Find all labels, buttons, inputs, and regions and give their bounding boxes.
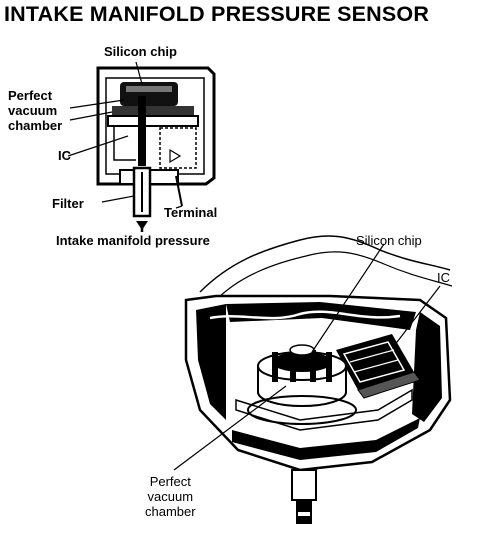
chamber-base (107, 115, 199, 127)
vacuum-chamber-cylinder (257, 344, 347, 407)
top-label-silicon-chip: Silicon chip (104, 44, 177, 59)
housing-wall-top (226, 302, 416, 330)
bottom-label-ic: IC (437, 270, 450, 285)
chamber-mount-ring (247, 395, 357, 425)
cap-highlight (126, 86, 172, 92)
inner-frame (113, 126, 136, 161)
top-label-intake-pressure: Intake manifold pressure (56, 233, 210, 248)
top-label-filter: Filter (52, 196, 84, 211)
ic-chip (336, 334, 421, 399)
bottom-label-perfect-vacuum-chamber: Perfect vacuum chamber (145, 474, 196, 519)
center-stem (138, 96, 146, 166)
bottom-label-silicon-chip: Silicon chip (356, 233, 422, 248)
top-label-ic: IC (58, 148, 71, 163)
housing-wall-right (412, 312, 442, 422)
floor-plate (235, 388, 413, 431)
housing-wall-left (196, 304, 226, 420)
base-shelf (232, 418, 420, 460)
ic-board (159, 127, 197, 169)
top-label-perfect-vacuum-chamber: Perfect vacuum chamber (8, 88, 63, 133)
terminal-pin (175, 175, 183, 207)
outlet-stem (291, 469, 317, 501)
housing-inner-wall (105, 77, 205, 175)
top-label-terminal: Terminal (164, 205, 218, 220)
diagram-title: INTAKE MANIFOLD PRESSURE SENSOR (4, 2, 430, 26)
vacuum-chamber (112, 106, 194, 116)
ic-symbol (169, 148, 182, 164)
housing-cut-edge (199, 235, 451, 293)
